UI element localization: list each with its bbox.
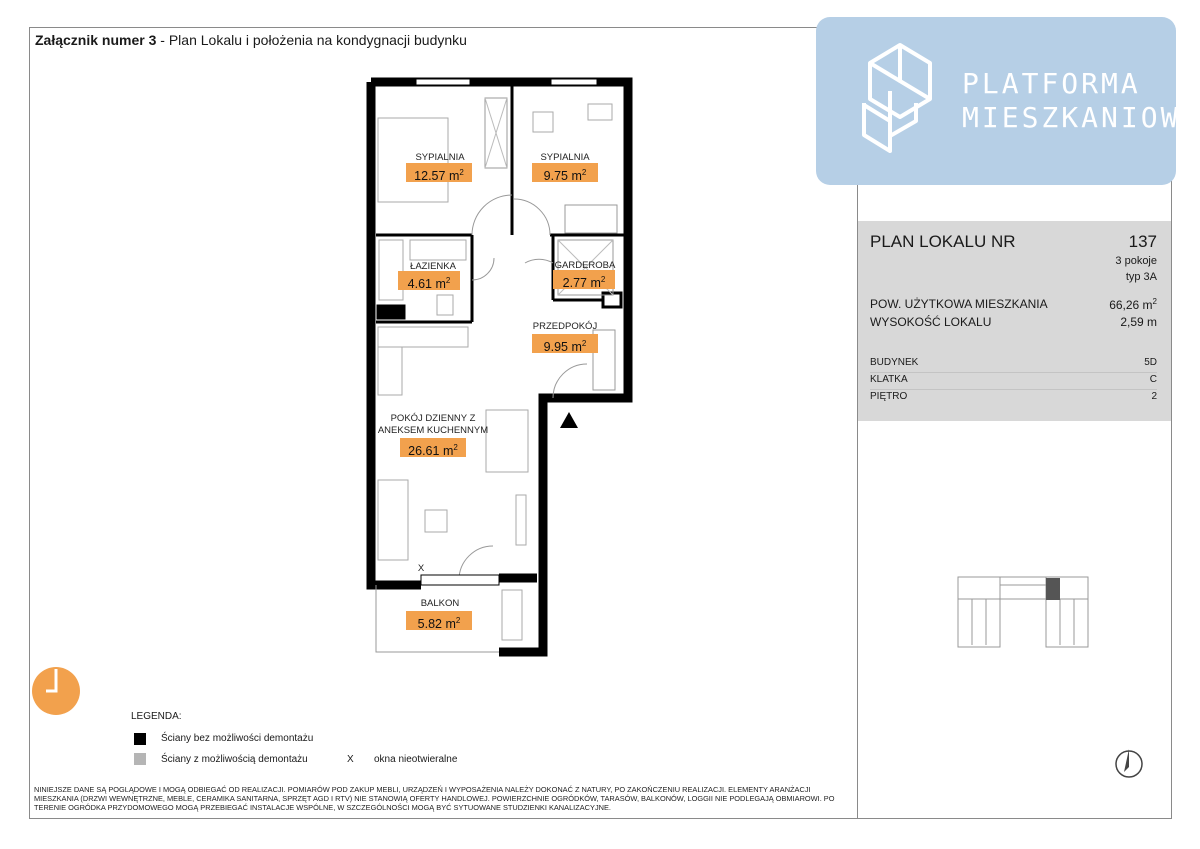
info-row-floor: PIĘTRO 2 [870,389,1157,406]
door-swing [471,257,495,281]
door-swing [552,363,588,399]
sheet-title: - Plan Lokalu i położenia na kondygnacji… [156,32,467,48]
room-area-bedroom-1: 12.57 m2 [406,163,472,183]
logo-cube-icon [862,43,932,153]
room-label-balcony: BALKON [420,598,460,609]
room-area-wardrobe: 2.77 m2 [553,270,615,290]
sink [409,239,467,261]
room-label-bedroom-2: SYPIALNIA [540,152,590,163]
wardrobe [592,329,616,391]
legend-x-mark: X [347,754,354,765]
info-row-label: BUDYNEK [870,357,919,368]
room-area-balcony: 5.82 m2 [406,611,472,631]
wardrobe [484,97,508,169]
logo-line-1: PLATFORMA [962,67,1141,100]
platforma-mieszkaniowa-logo[interactable]: PLATFORMA MIESZKANIOWA [816,17,1197,185]
door-swing [458,545,494,581]
sofa [377,479,409,561]
logo-line-2: MIESZKANIOWA [962,101,1200,134]
kitchen-counter [377,326,469,348]
info-row-value: 2 [1151,391,1157,402]
unit-rooms: 3 pokoje [1115,255,1157,267]
room-label-hall: PRZEDPOKÓJ [532,321,598,332]
entrance-arrow-icon [560,412,578,428]
desk-chair [532,111,554,133]
window-fixed-mark: X [417,563,425,574]
legend-fixed-windows: okna nieotwieralne [374,754,458,765]
unit-location-marker [1046,578,1060,600]
shaft [376,304,406,320]
toilet [436,294,454,316]
building-key-plan [957,576,1089,648]
room-label-bathroom: ŁAZIENKA [410,261,456,272]
desk [587,103,613,121]
wardrobe [564,204,618,234]
usable-area-label: POW. UŻYTKOWA MIESZKANIA [870,297,1048,311]
window [550,78,598,86]
door-swing [513,198,551,236]
sheet-frame [29,27,1172,819]
room-label-wardrobe: GARDEROBA [554,260,616,271]
unit-type: typ 3A [1125,271,1157,283]
tv-unit [515,494,527,546]
attachment-number: Załącznik numer 3 [35,32,157,48]
sheet-header: Załącznik numer 3 - Plan Lokalu i położe… [35,32,467,48]
disclaimer-text: Niniejsze dane są poglądowe i mogą odbie… [34,785,835,812]
window [415,78,471,86]
dining-table [485,409,529,473]
unit-info-panel: PLAN LOKALU NR 137 3 pokoje typ 3A POW. … [858,221,1171,421]
sheet-divider [857,27,858,819]
balcony-door [420,574,500,586]
info-row-label: KLATKA [870,374,908,385]
legend-fixed-walls: Ściany bez możliwości demontażu [161,733,314,744]
legend-swatch-fixed [134,733,146,745]
usable-area-value: 66,26 m2 [1109,297,1157,312]
info-row-value: 5D [1144,357,1157,368]
door-swing [471,194,513,236]
legend-title: LEGENDA: [131,711,182,722]
unit-number: 137 [1128,232,1157,251]
door-swing [524,258,554,264]
bed [377,117,449,203]
legend-removable-walls: Ściany z możliwością demontażu [161,754,308,765]
height-value: 2,59 m [1120,315,1157,329]
room-area-hall: 9.95 m2 [532,334,598,354]
balcony-railing [375,585,499,653]
room-area-bedroom-2: 9.75 m2 [532,163,598,183]
info-row-staircase: KLATKA C [870,372,1157,390]
room-label-bedroom-1: SYPIALNIA [415,152,465,163]
room-area-bathroom: 4.61 m2 [398,271,460,291]
shaft [601,291,623,309]
wardrobe [557,239,614,296]
bathtub [378,239,404,301]
logo-text: PLATFORMA MIESZKANIOWA [962,67,1200,135]
legend-swatch-removable [134,753,146,765]
info-row-label: PIĘTRO [870,391,908,402]
balcony-storage [501,589,523,641]
stove [377,346,403,396]
plan-title: PLAN LOKALU NR [870,232,1016,251]
coffee-table [424,509,448,533]
info-row-value: C [1149,374,1157,385]
outer-wall-left [366,82,421,590]
info-row-building: BUDYNEK 5D [870,355,1157,373]
room-area-living-room: 26.61 m2 [400,438,466,458]
height-label: WYSOKOŚĆ LOKALU [870,315,992,329]
